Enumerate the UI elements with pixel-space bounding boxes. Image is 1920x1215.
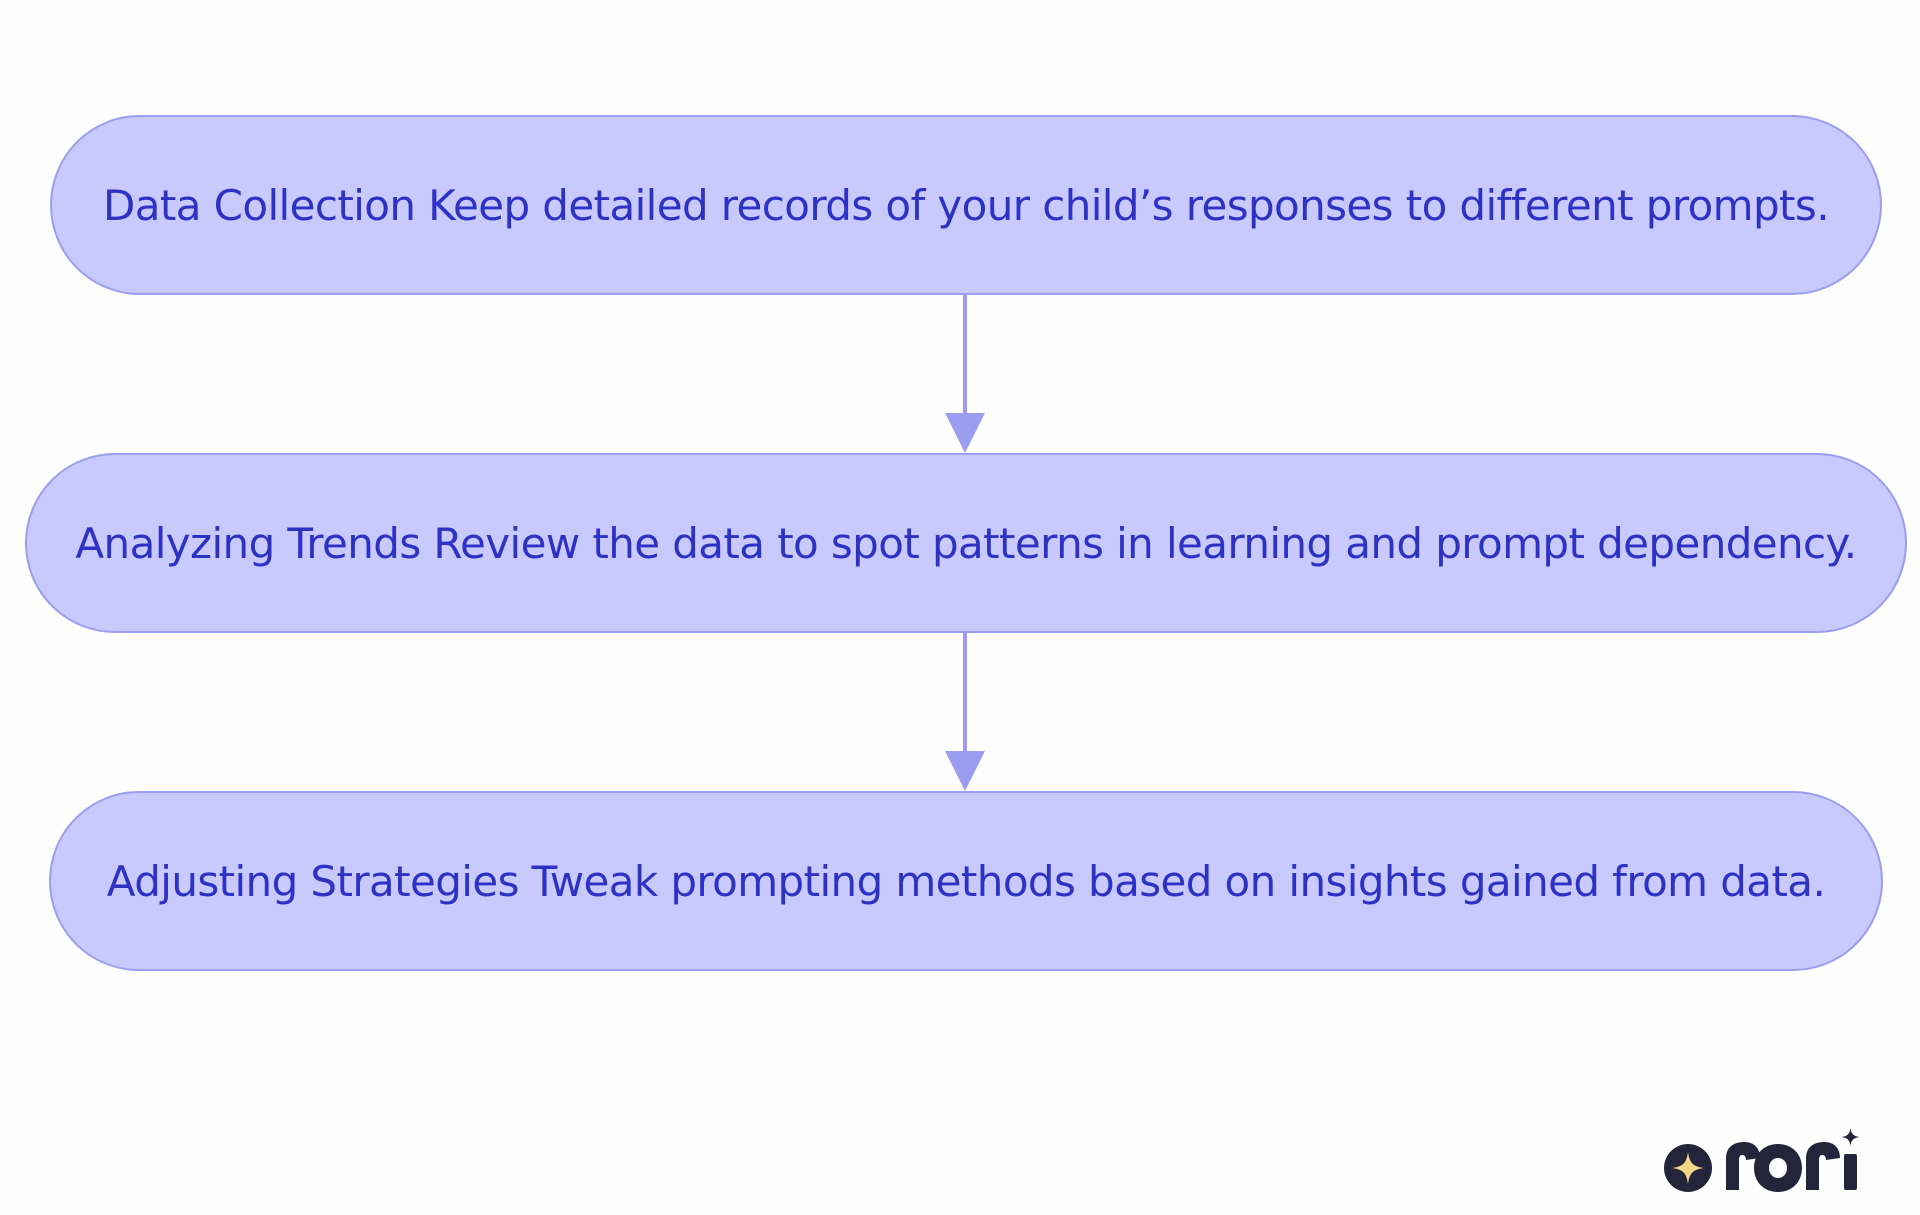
flow-node-label: Data Collection Keep detailed records of… bbox=[103, 180, 1830, 230]
connector-arrow-1 bbox=[945, 295, 985, 453]
connector-arrow-2 bbox=[945, 633, 985, 791]
flow-node-analyzing-trends: Analyzing Trends Review the data to spot… bbox=[25, 453, 1907, 633]
flow-node-data-collection: Data Collection Keep detailed records of… bbox=[50, 115, 1882, 295]
rori-logo bbox=[1664, 1128, 1860, 1192]
sparkle-circle-icon bbox=[1664, 1144, 1712, 1192]
flow-node-label: Analyzing Trends Review the data to spot… bbox=[75, 518, 1857, 568]
logo-wordmark bbox=[1726, 1128, 1860, 1192]
flow-node-label: Adjusting Strategies Tweak prompting met… bbox=[106, 856, 1826, 906]
flow-node-adjusting-strategies: Adjusting Strategies Tweak prompting met… bbox=[49, 791, 1883, 971]
